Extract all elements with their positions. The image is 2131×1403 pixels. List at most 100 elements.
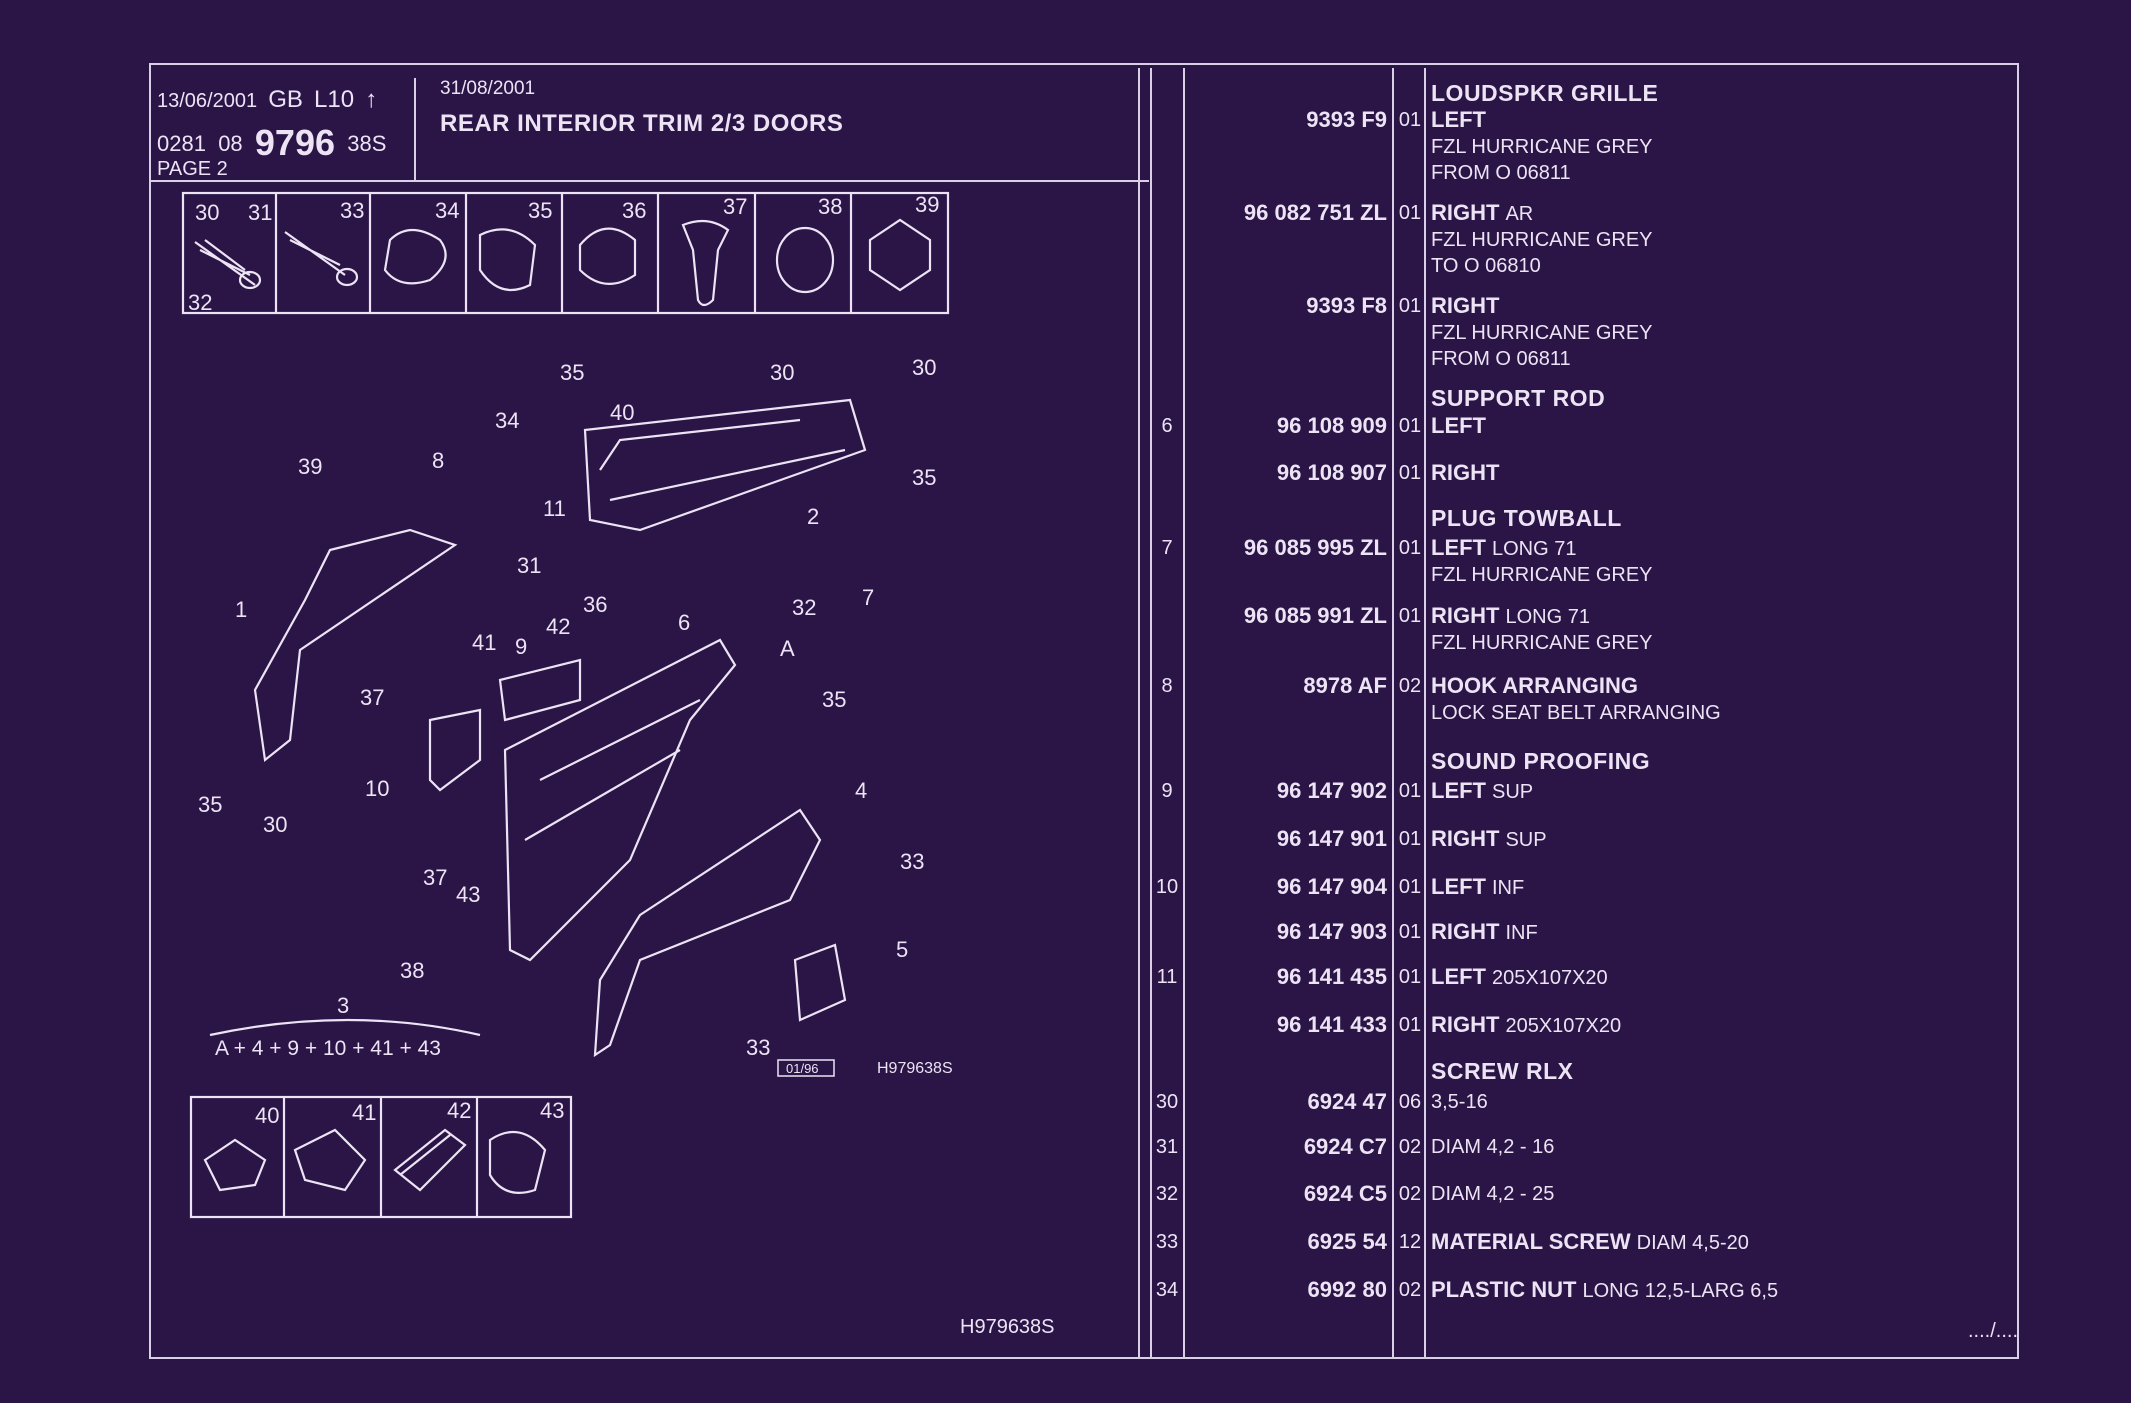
part-note-line: FROM O 06811 [1431, 162, 1571, 184]
part-note-line: FZL HURRICANE GREY [1431, 564, 1653, 586]
svg-text:34: 34 [495, 408, 519, 433]
column-divider-diagram [1138, 68, 1140, 1358]
part-spec: SUP [1492, 781, 1534, 803]
svg-text:35: 35 [822, 687, 846, 712]
svg-text:4: 4 [855, 778, 867, 803]
part-description: LEFT [1431, 413, 1486, 440]
part-quantity: 02 [1398, 675, 1422, 697]
part-number: 6924 C5 [1303, 1181, 1387, 1206]
code-b: 08 [218, 131, 243, 156]
svg-text:33: 33 [340, 198, 364, 223]
part-spec: DIAM 4,5-20 [1636, 1232, 1749, 1254]
svg-text:36: 36 [622, 198, 646, 223]
part-quantity: 01 [1398, 415, 1422, 437]
part-quantity: 02 [1398, 1279, 1422, 1301]
svg-text:35: 35 [560, 360, 584, 385]
part-spec: SUP [1505, 829, 1547, 851]
svg-text:30: 30 [263, 812, 287, 837]
svg-text:37: 37 [723, 194, 747, 219]
part-note-line: TO O 06810 [1431, 255, 1541, 277]
part-side: RIGHT [1431, 826, 1500, 851]
svg-text:35: 35 [528, 198, 552, 223]
continued-marker: ..../.... [1968, 1320, 2019, 1342]
svg-text:8: 8 [432, 448, 444, 473]
header-line-2: 0281 08 9796 38S [157, 122, 386, 164]
part-note-line: FZL HURRICANE GREY [1431, 136, 1653, 158]
header-rule [149, 78, 1149, 182]
part-ref-number: 7 [1161, 537, 1173, 559]
part-side: HOOK ARRANGING [1431, 673, 1638, 698]
part-number: 6992 80 [1307, 1277, 1387, 1302]
svg-text:38: 38 [400, 958, 424, 983]
svg-text:31: 31 [248, 200, 272, 225]
part-number: 96 147 904 [1276, 874, 1387, 899]
part-number: 8978 AF [1303, 673, 1387, 698]
part-quantity: 01 [1398, 109, 1422, 131]
svg-text:40: 40 [610, 400, 634, 425]
part-ref-number: 31 [1155, 1136, 1179, 1158]
svg-text:43: 43 [456, 882, 480, 907]
svg-text:42: 42 [546, 614, 570, 639]
part-description: DIAM 4,2 - 16 [1431, 1134, 1554, 1160]
part-quantity: 01 [1398, 202, 1422, 224]
part-side: RIGHT [1431, 293, 1500, 318]
part-side: LEFT [1431, 874, 1486, 899]
part-quantity: 01 [1398, 828, 1422, 850]
svg-text:39: 39 [915, 192, 939, 217]
part-description: LEFT SUP [1431, 778, 1533, 805]
svg-text:32: 32 [792, 595, 816, 620]
part-spec: LONG 71 [1492, 538, 1577, 560]
part-side: RIGHT [1431, 460, 1500, 485]
svg-text:30: 30 [195, 200, 219, 225]
part-quantity: 01 [1398, 876, 1422, 898]
code-a: 0281 [157, 131, 206, 156]
part-group-heading: SCREW RLX [1431, 1058, 1574, 1084]
part-number: 96 082 751 ZL [1243, 200, 1387, 225]
part-side: LEFT [1431, 778, 1486, 803]
part-ref-number: 9 [1161, 780, 1173, 802]
part-spec: AR [1505, 203, 1534, 225]
part-side: RIGHT [1431, 603, 1500, 628]
part-number: 9393 F8 [1306, 293, 1387, 318]
part-ref-number: 11 [1156, 966, 1178, 988]
part-group-heading: SOUND PROOFING [1431, 748, 1651, 774]
up-arrow-icon: ↑ [365, 86, 378, 113]
svg-text:33: 33 [746, 1035, 770, 1060]
svg-text:37: 37 [423, 865, 447, 890]
page-number: PAGE 2 [157, 158, 228, 180]
svg-text:2: 2 [807, 504, 819, 529]
part-number: 6924 47 [1307, 1089, 1387, 1114]
svg-text:10: 10 [365, 776, 389, 801]
part-spec: 205X107X20 [1505, 1015, 1622, 1037]
part-description: 3,5-16 [1431, 1089, 1488, 1115]
code-main: 9796 [254, 122, 335, 163]
part-ref-number: 8 [1161, 675, 1173, 697]
header-left-cell [149, 78, 416, 180]
svg-text:1: 1 [235, 597, 247, 622]
part-spec: 3,5-16 [1431, 1091, 1488, 1113]
part-ref-number: 33 [1155, 1231, 1179, 1253]
part-spec: DIAM 4,2 - 16 [1431, 1136, 1555, 1158]
svg-text:9: 9 [515, 634, 527, 659]
part-quantity: 01 [1398, 462, 1422, 484]
part-number: 96 141 435 [1276, 964, 1387, 989]
svg-text:41: 41 [472, 630, 496, 655]
svg-text:01/96: 01/96 [786, 1061, 819, 1076]
svg-text:6: 6 [678, 610, 690, 635]
part-number: 96 147 903 [1276, 919, 1387, 944]
svg-text:3: 3 [337, 993, 349, 1018]
part-quantity: 06 [1398, 1091, 1422, 1113]
part-group-heading: SUPPORT ROD [1431, 385, 1606, 411]
column-divider-ref-left [1150, 68, 1152, 1358]
